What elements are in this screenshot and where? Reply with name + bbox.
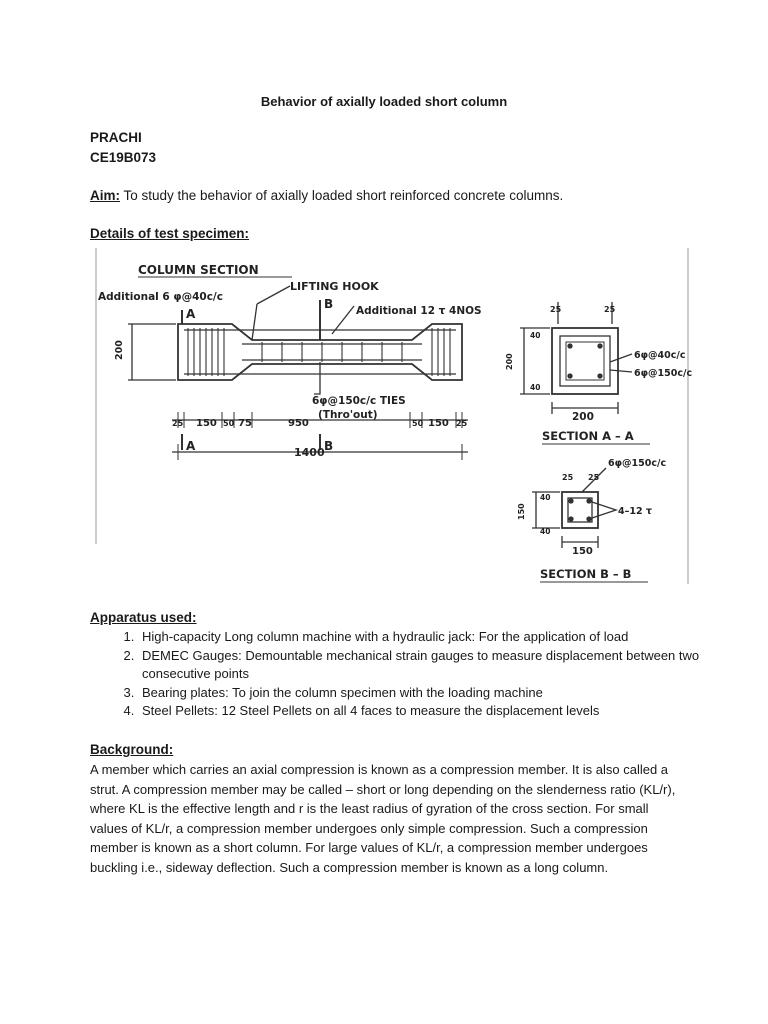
dim-75: 75 — [238, 418, 252, 429]
list-item: Steel Pellets: 12 Steel Pellets on all 4… — [138, 702, 738, 721]
thro-out-note: (Thro'out) — [318, 409, 378, 421]
secA-dim-40-top: 40 — [530, 331, 540, 340]
aim-label: Aim: — [90, 188, 120, 203]
background-heading: Background: — [90, 742, 174, 757]
list-item: DEMEC Gauges: Demountable mechanical str… — [138, 647, 738, 684]
list-item: High-capacity Long column machine with a… — [138, 628, 738, 647]
secA-ties-40: 6φ@40c/c — [634, 350, 686, 361]
dim-50-left: 50 — [223, 419, 235, 428]
dim-25-right: 25 — [456, 419, 468, 428]
secA-dim-25-right: 25 — [604, 305, 616, 314]
section-aa-label: SECTION A – A — [542, 429, 634, 443]
column-section-label: COLUMN SECTION — [138, 263, 259, 277]
roll-number: CE19B073 — [90, 150, 157, 165]
secB-dim-150: 150 — [572, 546, 593, 557]
section-mark-b-bottom: B — [324, 439, 333, 453]
page-title: Behavior of axially loaded short column — [260, 94, 508, 109]
section-mark-a-top: A — [186, 307, 196, 321]
lifting-hook-label: LIFTING HOOK — [290, 280, 379, 293]
dim-25-left: 25 — [172, 419, 184, 428]
section-bb-label: SECTION B – B — [540, 567, 631, 581]
secA-ties-150: 6φ@150c/c — [634, 368, 692, 379]
secA-dim-25-left: 25 — [550, 305, 562, 314]
author-name: PRACHI — [90, 130, 142, 145]
list-item: Bearing plates: To join the column speci… — [138, 684, 738, 703]
section-mark-b-top: B — [324, 297, 333, 311]
secB-dim-40-bottom: 40 — [540, 527, 550, 536]
dim-150-left: 150 — [196, 418, 217, 429]
dim-50-right: 50 — [412, 419, 424, 428]
dim-1400: 1400 — [294, 446, 325, 459]
secB-dim-25-left: 25 — [562, 473, 574, 482]
aim-text: To study the behavior of axially loaded … — [120, 188, 564, 203]
secA-dim-200-vertical: 200 — [505, 353, 514, 370]
secB-dim-150-vertical: 150 — [517, 503, 526, 520]
secB-dim-40-top: 40 — [540, 493, 550, 502]
section-mark-a-bottom: A — [186, 439, 196, 453]
apparatus-heading: Apparatus used: — [90, 610, 197, 625]
height-dimension: 200 — [114, 340, 125, 360]
apparatus-list: High-capacity Long column machine with a… — [90, 628, 738, 721]
background-paragraph: A member which carries an axial compress… — [90, 762, 676, 875]
secA-dim-200: 200 — [572, 411, 594, 423]
additional-ties-label: Additional 6 φ@40c/c — [98, 291, 223, 303]
secB-dim-25-right: 25 — [588, 473, 600, 482]
secB-bars: 4–12 τ — [618, 506, 652, 517]
dim-150-right: 150 — [428, 418, 449, 429]
dim-950: 950 — [288, 418, 309, 429]
specimen-drawing-svg: COLUMN SECTION Additional 6 φ@40c/c LIFT… — [95, 248, 692, 584]
additional-bars-label: Additional 12 τ 4NOS — [356, 305, 482, 317]
specimen-drawing: COLUMN SECTION Additional 6 φ@40c/c LIFT… — [92, 244, 698, 590]
ties-note: 6φ@150c/c TIES — [312, 395, 406, 407]
specimen-heading: Details of test specimen: — [90, 226, 250, 241]
secA-dim-40-bottom: 40 — [530, 383, 540, 392]
aim-line: Aim: To study the behavior of axially lo… — [90, 188, 563, 203]
secB-ties: 6φ@150c/c — [608, 458, 666, 469]
